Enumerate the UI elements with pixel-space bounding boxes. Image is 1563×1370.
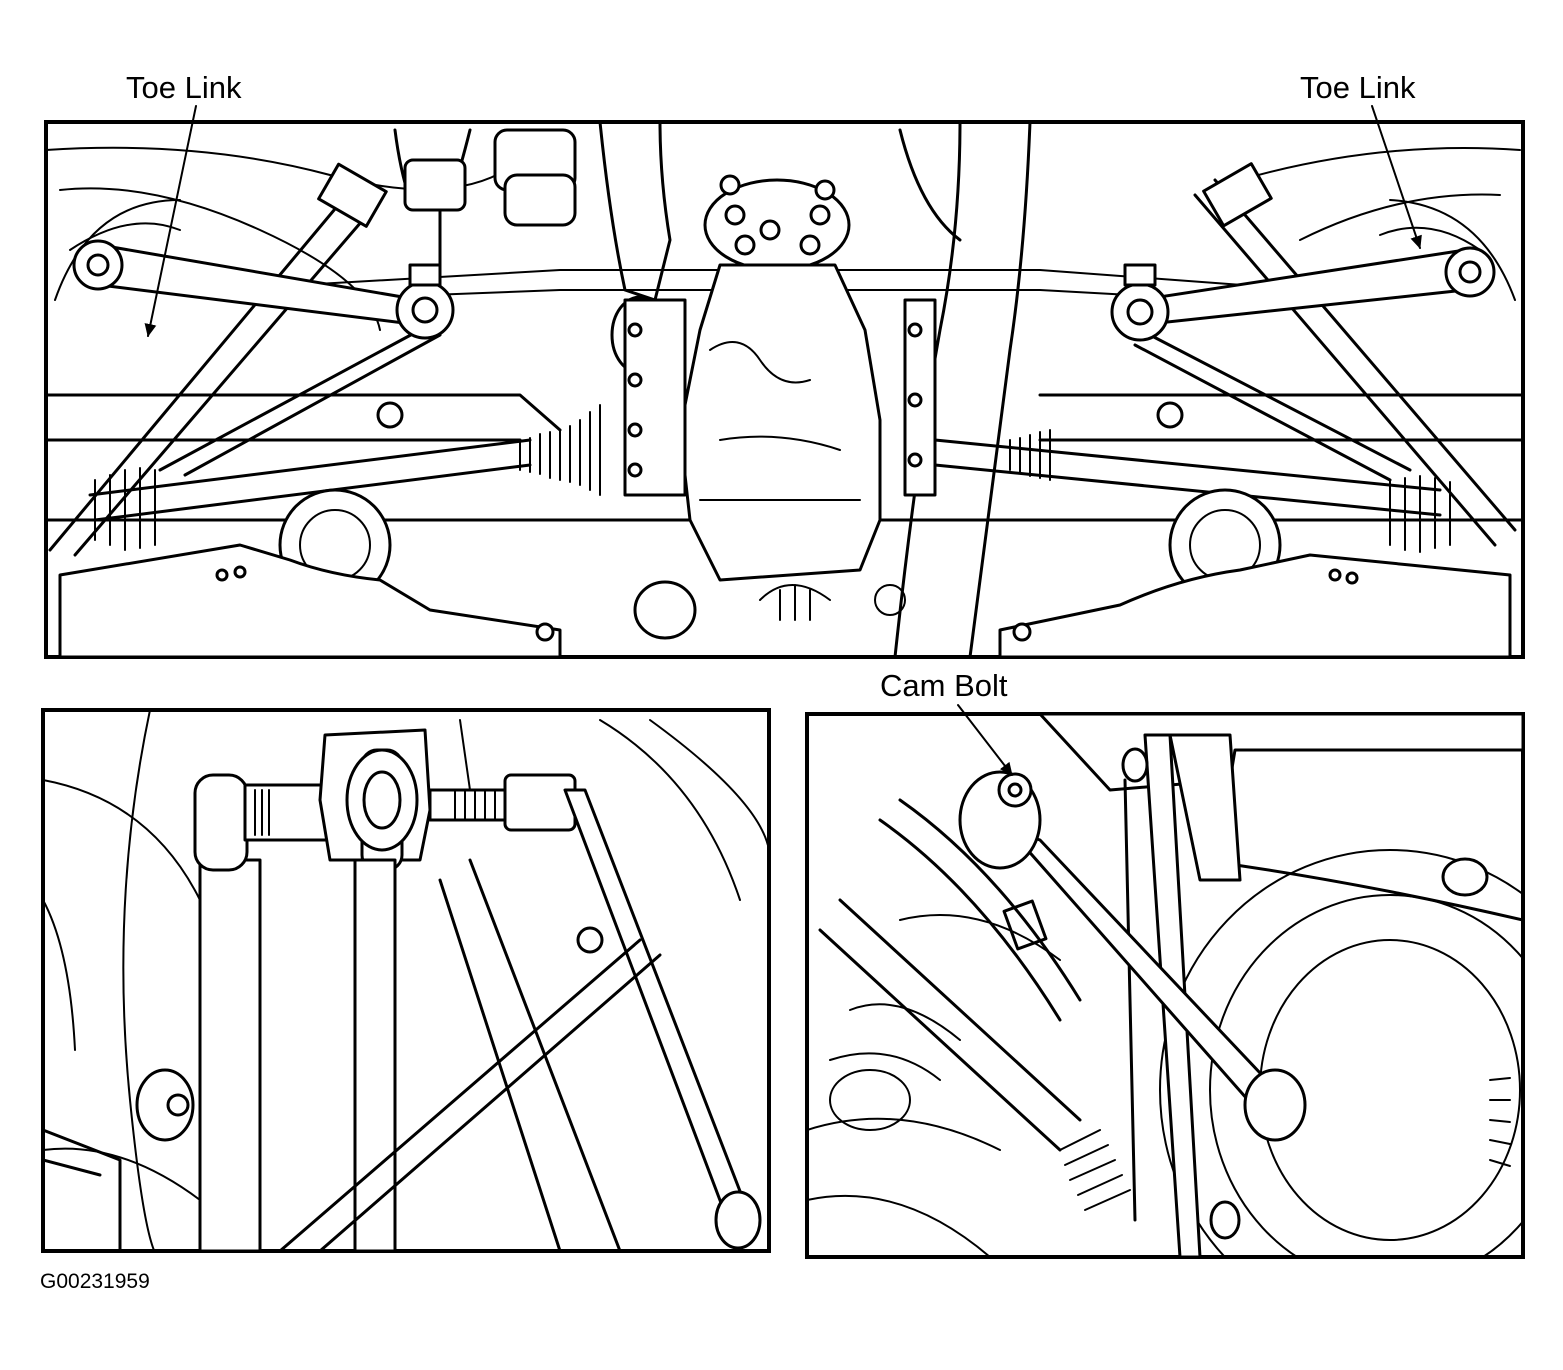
panel-cam-bolt-detail [805, 712, 1525, 1259]
toe-link-left [72, 239, 455, 340]
toe-link-right [1110, 246, 1496, 342]
panel-toe-link-detail [41, 708, 771, 1253]
callout-toe-link-left: Toe Link [126, 70, 242, 105]
figure-id: G00231959 [40, 1270, 150, 1293]
panel-rear-suspension-overview [44, 120, 1525, 659]
leader-toe-link-right [1371, 105, 1422, 249]
callout-toe-link-right: Toe Link [1300, 70, 1416, 105]
callout-cam-bolt: Cam Bolt [880, 668, 1008, 703]
leader-toe-link-left [144, 105, 197, 337]
leader-cam-bolt [957, 704, 1013, 776]
